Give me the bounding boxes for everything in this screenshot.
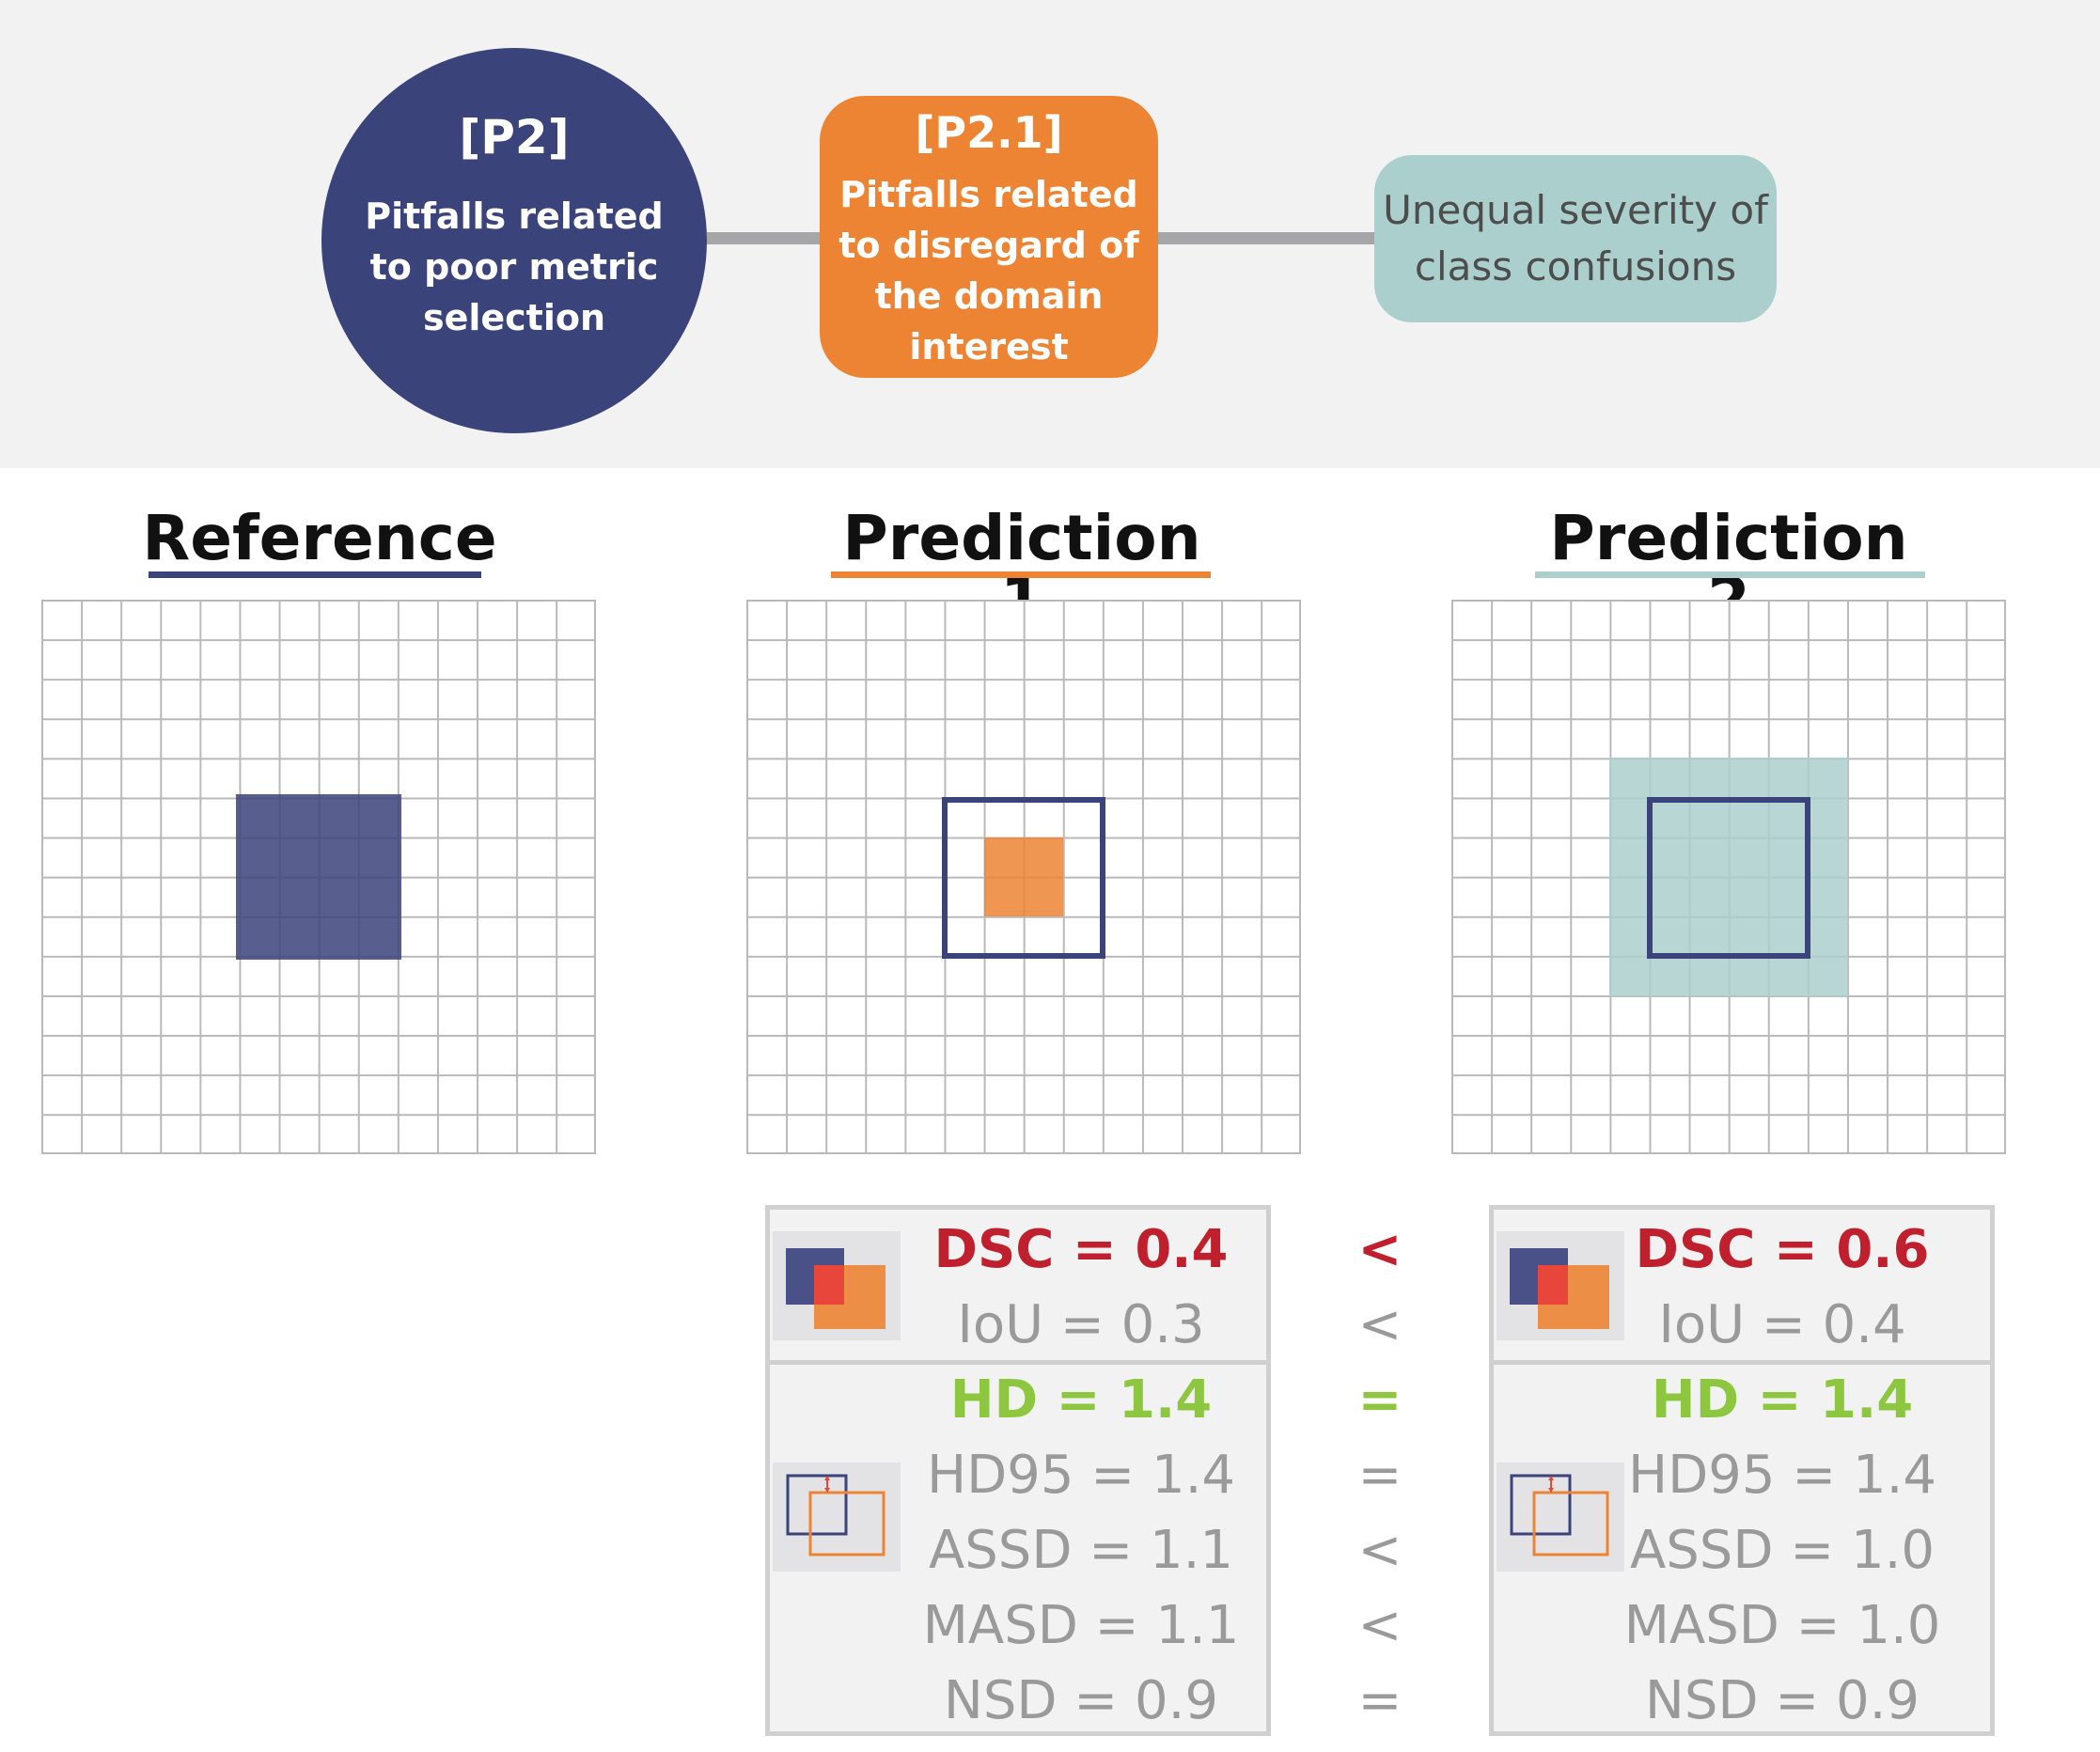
connector-line-1 <box>707 232 822 244</box>
prediction1-segmentation <box>984 837 1063 916</box>
prediction1-assd: ASSD = 1.1 <box>928 1520 1234 1581</box>
compare-iou: < <box>1357 1294 1403 1355</box>
prediction2-grid <box>1451 600 2006 1154</box>
pitfall-node-p2-1: [P2.1] Pitfalls related to disregard of … <box>820 96 1158 378</box>
reference-outline <box>942 797 1105 959</box>
reference-segmentation <box>236 794 401 960</box>
prediction2-dsc: DSC = 0.6 <box>1635 1219 1930 1280</box>
pitfall-code: [P2] <box>459 110 570 164</box>
connector-line-2 <box>1156 232 1376 244</box>
overlap-icon <box>773 1231 901 1340</box>
prediction2-underline <box>1535 571 1925 578</box>
prediction1-iou: IoU = 0.3 <box>957 1294 1205 1355</box>
pitfall-node-p2: [P2] Pitfalls related to poor metric sel… <box>321 48 707 433</box>
prediction1-hd95: HD95 = 1.4 <box>926 1445 1236 1506</box>
reference-underline <box>149 571 481 578</box>
reference-title: Reference <box>142 502 497 574</box>
compare-hd95: = <box>1357 1445 1403 1506</box>
reference-outline <box>1647 797 1810 959</box>
boundary-distance-icon <box>773 1463 901 1572</box>
pitfall-description: Pitfalls related to disregard of the dom… <box>838 174 1139 368</box>
prediction1-nsd: NSD = 0.9 <box>943 1670 1219 1731</box>
pitfall-description: Pitfalls related to poor metric selectio… <box>365 196 664 338</box>
pitfall-node-severity: Unequal severity of class confusions <box>1374 155 1777 322</box>
prediction2-assd: ASSD = 1.0 <box>1629 1520 1935 1581</box>
prediction2-hd: HD = 1.4 <box>1651 1369 1914 1431</box>
prediction1-hd: HD = 1.4 <box>949 1369 1213 1431</box>
prediction1-title: Prediction 1 <box>842 502 1201 632</box>
prediction1-dsc: DSC = 0.4 <box>933 1219 1229 1280</box>
compare-hd: = <box>1357 1369 1403 1431</box>
boundary-distance-icon <box>1497 1463 1624 1572</box>
prediction1-underline <box>831 571 1211 578</box>
compare-assd: < <box>1357 1520 1403 1581</box>
compare-nsd: = <box>1357 1670 1403 1731</box>
pitfall-description: Unequal severity of class confusions <box>1383 187 1768 289</box>
prediction2-hd95: HD95 = 1.4 <box>1627 1445 1937 1506</box>
prediction1-grid <box>746 600 1301 1154</box>
overlap-icon <box>1497 1231 1624 1340</box>
pitfall-code: [P2.1] <box>915 107 1063 158</box>
prediction2-masd: MASD = 1.0 <box>1623 1595 1941 1656</box>
reference-grid <box>41 600 596 1154</box>
compare-masd: < <box>1357 1595 1403 1656</box>
prediction2-iou: IoU = 0.4 <box>1658 1294 1906 1355</box>
prediction1-masd: MASD = 1.1 <box>922 1595 1240 1656</box>
prediction2-nsd: NSD = 0.9 <box>1644 1670 1920 1731</box>
compare-dsc: < <box>1357 1219 1403 1280</box>
